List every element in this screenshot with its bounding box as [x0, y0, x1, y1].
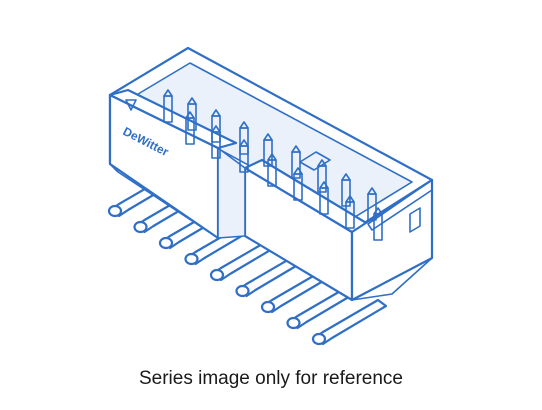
contact-post [293, 167, 303, 201]
contact-post [291, 145, 301, 179]
contact-post [267, 153, 277, 187]
contact-post [163, 89, 173, 123]
pin [311, 298, 388, 346]
triangle-logo-icon [125, 99, 137, 111]
contact-post [367, 187, 377, 221]
contact-post [345, 195, 355, 229]
contact-post [239, 139, 249, 173]
figure-caption: Series image only for reference [138, 368, 403, 389]
contact-post [319, 181, 329, 215]
contact-post [185, 111, 195, 145]
contact-post [341, 173, 351, 207]
contact-posts [163, 89, 383, 241]
contact-post [263, 133, 273, 167]
contact-post [317, 159, 327, 193]
connector-illustration: DeWitter [107, 46, 434, 346]
contact-post [187, 97, 197, 131]
contact-post [211, 125, 221, 159]
contact-post [373, 207, 383, 241]
connector-housing [108, 46, 434, 302]
